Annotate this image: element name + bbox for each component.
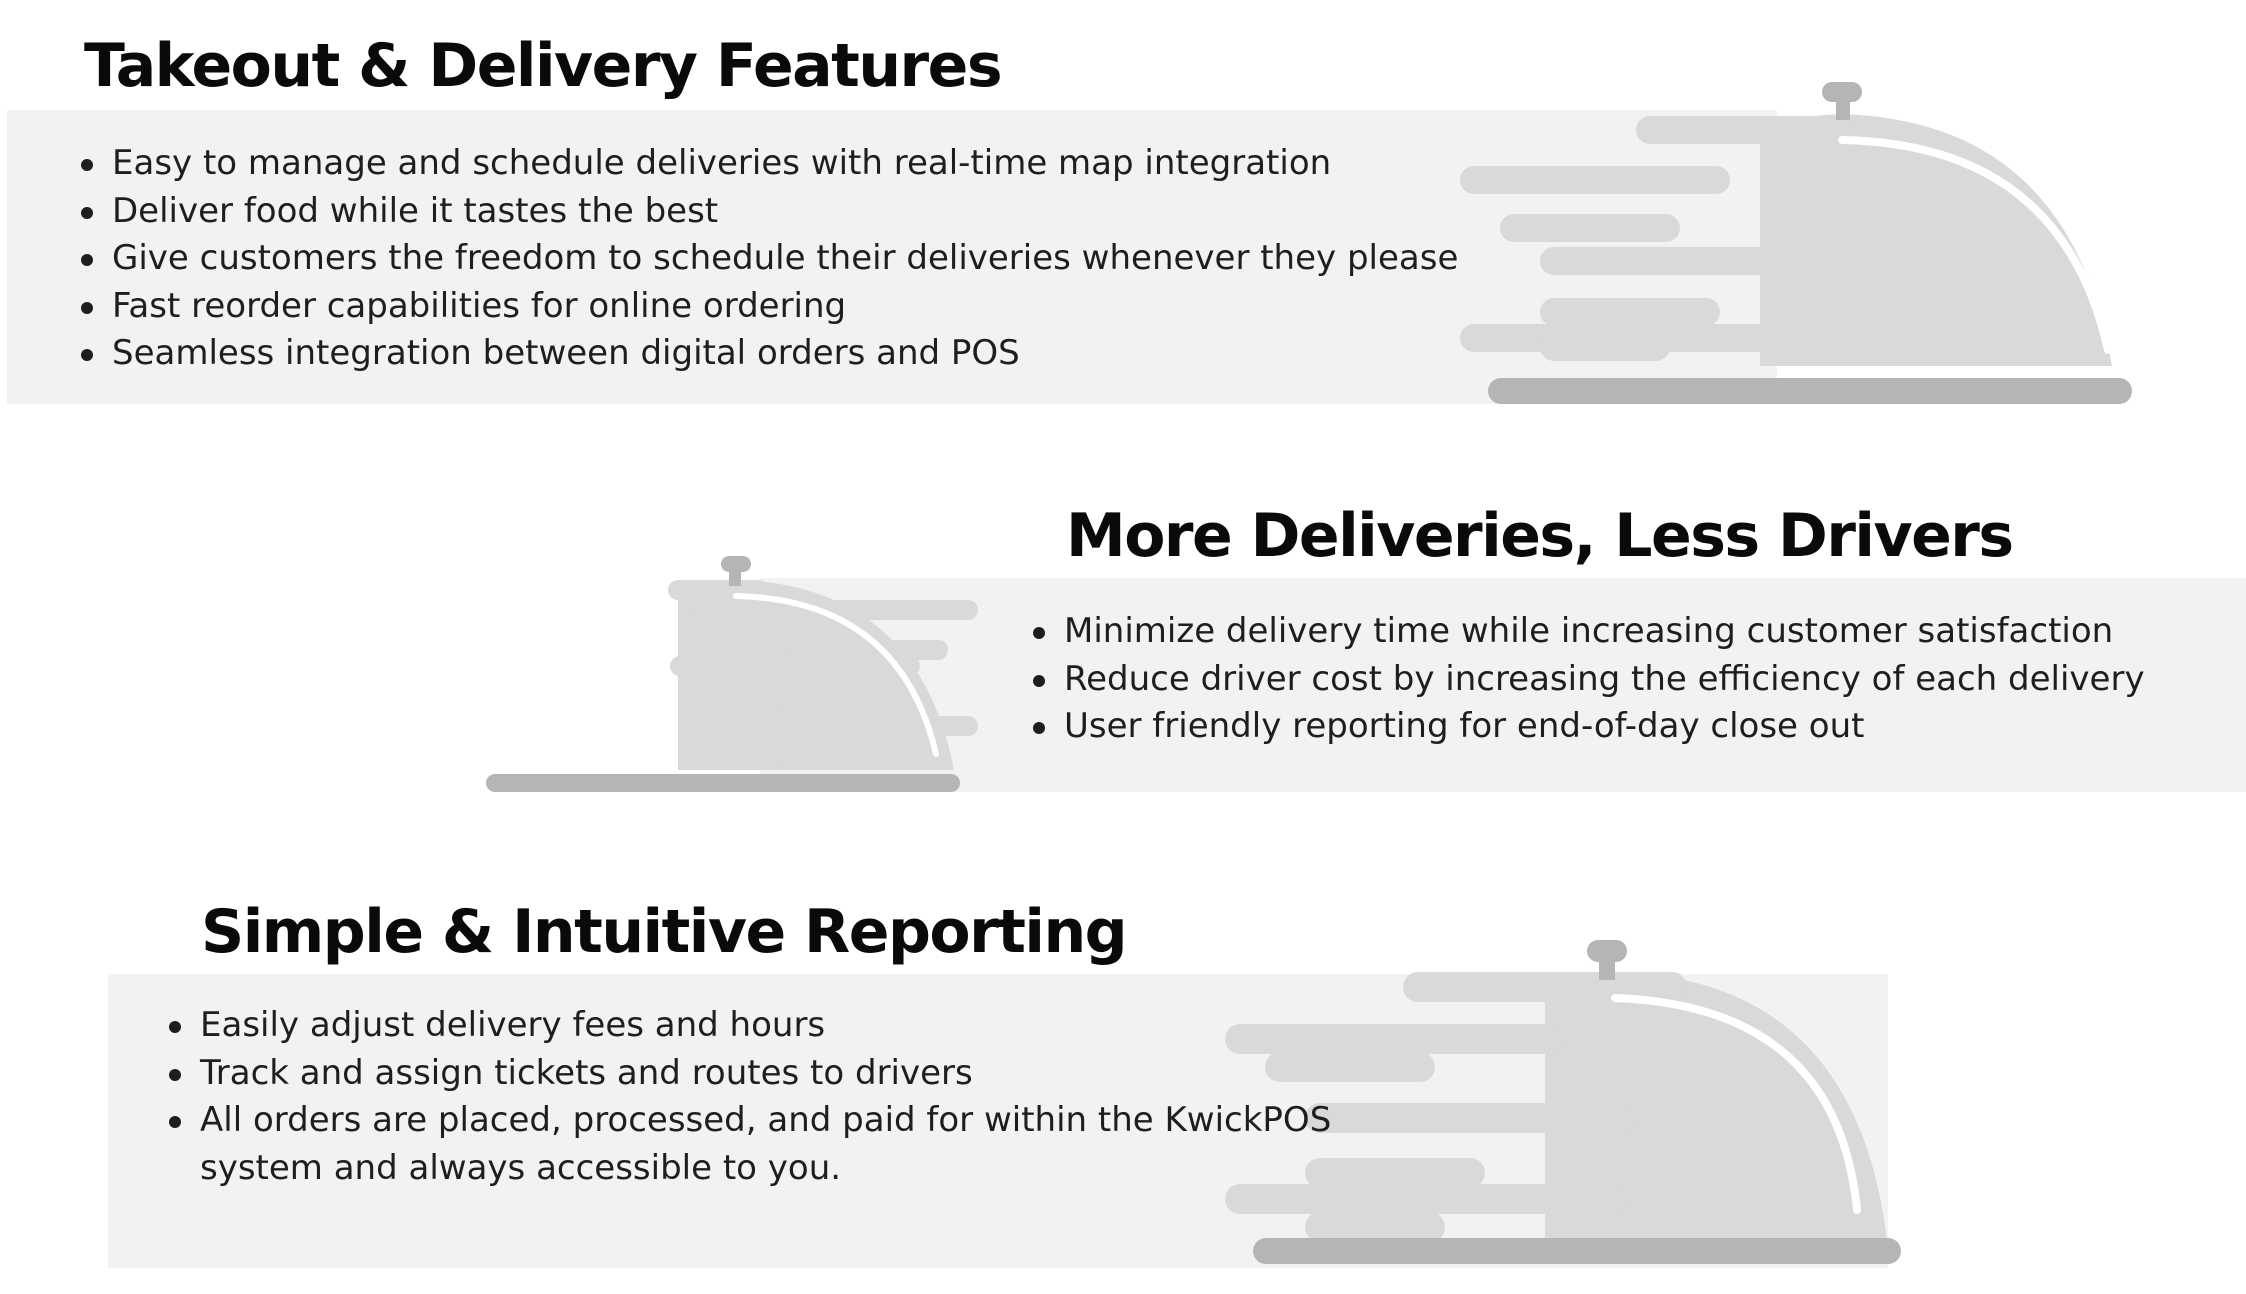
list-item: User friendly reporting for end-of-day c… <box>1032 703 2145 751</box>
list-item: Easily adjust delivery fees and hours <box>168 1002 1338 1050</box>
feature-list: Easily adjust delivery fees and hours Tr… <box>168 1002 1338 1192</box>
list-item: Fast reorder capabilities for online ord… <box>80 283 1458 331</box>
section-heading: More Deliveries, Less Drivers <box>1066 501 2014 571</box>
section-band <box>760 578 2246 792</box>
cloche-icon <box>486 556 978 792</box>
list-item: Track and assign tickets and routes to d… <box>168 1050 1338 1098</box>
list-item: Deliver food while it tastes the best <box>80 188 1458 236</box>
cloche-icon <box>1225 940 1901 1264</box>
list-item: All orders are placed, processed, and pa… <box>168 1097 1340 1192</box>
section-band <box>108 974 1888 1268</box>
section-heading: Takeout & Delivery Features <box>84 31 1003 101</box>
list-item: Easy to manage and schedule deliveries w… <box>80 140 1458 188</box>
section-heading: Simple & Intuitive Reporting <box>201 897 1128 967</box>
feature-list: Easy to manage and schedule deliveries w… <box>80 140 1458 378</box>
list-item: Give customers the freedom to schedule t… <box>80 235 1458 283</box>
list-item: Seamless integration between digital ord… <box>80 330 1458 378</box>
list-item: Reduce driver cost by increasing the eff… <box>1032 656 2145 704</box>
section-band <box>7 110 1777 404</box>
feature-list: Minimize delivery time while increasing … <box>1032 608 2145 751</box>
list-item: Minimize delivery time while increasing … <box>1032 608 2145 656</box>
cloche-icon <box>1460 82 2132 404</box>
